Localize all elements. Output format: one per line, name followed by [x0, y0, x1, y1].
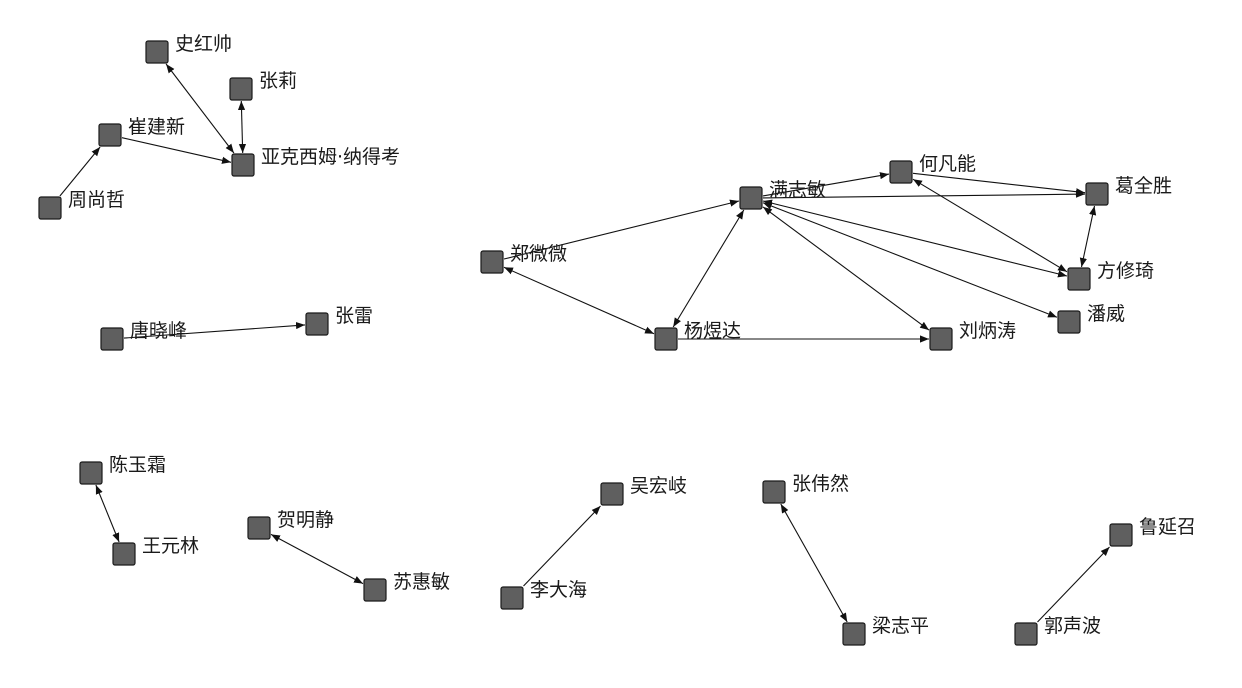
node-label: 史红帅 — [175, 33, 232, 55]
node-square[interactable] — [739, 186, 763, 210]
node-lu[interactable]: 鲁延召 — [1109, 516, 1196, 547]
edge-zhangli-yake — [237, 100, 247, 154]
edge-man-he — [762, 172, 890, 197]
node-zhangwei[interactable]: 张伟然 — [762, 473, 849, 504]
node-zhou[interactable]: 周尚哲 — [38, 189, 125, 220]
node-label: 崔建新 — [128, 116, 185, 138]
node-square[interactable] — [842, 622, 866, 646]
node-square[interactable] — [500, 586, 524, 610]
node-square[interactable] — [100, 327, 124, 351]
node-label: 何凡能 — [919, 153, 976, 175]
node-fang[interactable]: 方修琦 — [1067, 260, 1154, 291]
node-square[interactable] — [79, 461, 103, 485]
node-label: 唐晓峰 — [130, 320, 187, 342]
edge-zhangwei-liang — [780, 503, 848, 623]
node-label: 郑微微 — [510, 243, 567, 265]
node-label: 郭声波 — [1044, 615, 1101, 637]
node-square[interactable] — [1067, 267, 1091, 291]
node-square[interactable] — [145, 40, 169, 64]
node-square[interactable] — [229, 77, 253, 101]
node-chen[interactable]: 陈玉霜 — [79, 454, 166, 485]
edge-cui-yake — [121, 137, 232, 164]
node-square[interactable] — [1109, 523, 1133, 547]
node-label: 满志敏 — [769, 179, 826, 201]
node-label: 刘炳涛 — [959, 320, 1016, 342]
node-zhanglei[interactable]: 张雷 — [305, 305, 373, 336]
node-square[interactable] — [1085, 182, 1109, 206]
node-square[interactable] — [98, 123, 122, 147]
node-label: 王元林 — [142, 535, 199, 557]
node-label: 张莉 — [259, 70, 297, 92]
edge-li-wu — [523, 505, 601, 587]
node-label: 杨煜达 — [684, 320, 741, 342]
node-label: 张伟然 — [792, 473, 849, 495]
node-square[interactable] — [480, 250, 504, 274]
node-label: 方修琦 — [1097, 260, 1154, 282]
edge-ge-fang — [1079, 205, 1097, 268]
node-liang[interactable]: 梁志平 — [842, 615, 929, 646]
node-zhangli[interactable]: 张莉 — [229, 70, 297, 101]
node-square[interactable] — [1057, 310, 1081, 334]
node-man[interactable]: 满志敏 — [739, 179, 826, 210]
node-label: 周尚哲 — [68, 189, 125, 211]
node-label: 贺明静 — [277, 509, 334, 531]
node-yang[interactable]: 杨煜达 — [654, 320, 741, 351]
node-he[interactable]: 何凡能 — [889, 153, 976, 184]
node-label: 李大海 — [530, 579, 587, 601]
edge-man-pan — [762, 202, 1058, 318]
edge-man-liu — [762, 206, 930, 331]
edge-man-yang — [672, 209, 745, 328]
edge-guo-lu — [1037, 546, 1110, 623]
edge-heming-su — [270, 533, 364, 585]
node-square[interactable] — [1014, 622, 1038, 646]
node-square[interactable] — [654, 327, 678, 351]
node-wang[interactable]: 王元林 — [112, 535, 199, 566]
node-square[interactable] — [929, 327, 953, 351]
edge-zhou-cui — [59, 146, 101, 197]
node-square[interactable] — [305, 312, 329, 336]
node-label: 潘威 — [1087, 303, 1125, 325]
node-label: 鲁延召 — [1139, 516, 1196, 538]
edges-layer — [59, 63, 1110, 623]
edge-man-fang — [762, 199, 1068, 278]
node-ge[interactable]: 葛全胜 — [1085, 175, 1172, 206]
node-square[interactable] — [38, 196, 62, 220]
node-label: 梁志平 — [872, 615, 929, 637]
edge-he-fang — [912, 178, 1068, 273]
node-liu[interactable]: 刘炳涛 — [929, 320, 1016, 351]
node-li[interactable]: 李大海 — [500, 579, 587, 610]
node-square[interactable] — [600, 482, 624, 506]
node-su[interactable]: 苏惠敏 — [363, 571, 450, 602]
node-label: 苏惠敏 — [393, 571, 450, 593]
node-square[interactable] — [762, 480, 786, 504]
node-cui[interactable]: 崔建新 — [98, 116, 185, 147]
node-square[interactable] — [112, 542, 136, 566]
node-heming[interactable]: 贺明静 — [247, 509, 334, 540]
node-label: 吴宏岐 — [630, 475, 687, 497]
node-square[interactable] — [231, 153, 255, 177]
node-tang[interactable]: 唐晓峰 — [100, 320, 187, 351]
node-label: 亚克西姆·纳得考 — [261, 146, 400, 168]
edge-chen-wang — [95, 484, 120, 543]
node-pan[interactable]: 潘威 — [1057, 303, 1125, 334]
edge-tang-zhanglei — [123, 321, 306, 339]
node-guo[interactable]: 郭声波 — [1014, 615, 1101, 646]
node-shi[interactable]: 史红帅 — [145, 33, 232, 64]
edge-shi-yake — [165, 63, 235, 154]
node-label: 葛全胜 — [1115, 175, 1172, 197]
node-square[interactable] — [247, 516, 271, 540]
node-square[interactable] — [363, 578, 387, 602]
node-yake[interactable]: 亚克西姆·纳得考 — [231, 146, 400, 177]
edge-zheng-yang — [503, 266, 655, 335]
node-zheng[interactable]: 郑微微 — [480, 243, 567, 274]
node-wu[interactable]: 吴宏岐 — [600, 475, 687, 506]
node-label: 陈玉霜 — [109, 454, 166, 476]
node-square[interactable] — [889, 160, 913, 184]
edge-he-ge — [912, 172, 1086, 196]
node-label: 张雷 — [335, 305, 373, 327]
